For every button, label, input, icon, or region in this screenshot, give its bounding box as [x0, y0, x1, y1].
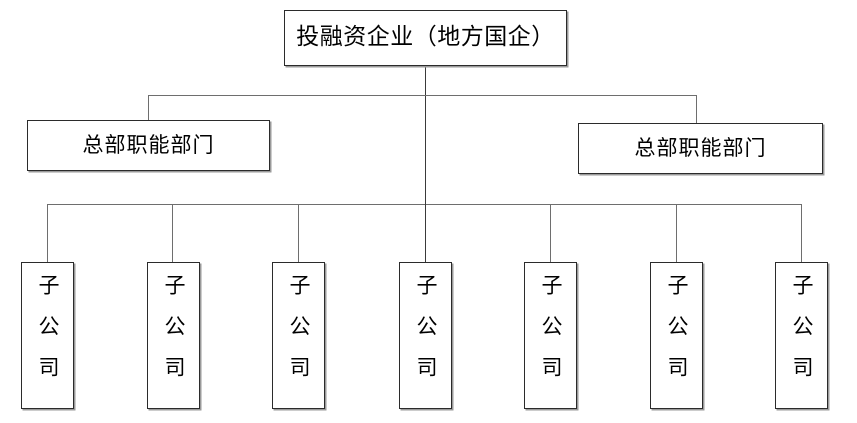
connector-root-trunk [425, 66, 426, 205]
node-subsidiary-6[interactable]: 子公司 [650, 262, 703, 409]
node-department-right-label: 总部职能部门 [634, 135, 767, 160]
node-root-label: 投融资企业（地方国企） [296, 24, 555, 51]
node-department-left-label: 总部职能部门 [82, 132, 215, 157]
node-subsidiary-1[interactable]: 子公司 [21, 262, 74, 409]
connector-subsidiary-drop-3 [298, 204, 299, 263]
node-department-right[interactable]: 总部职能部门 [578, 123, 823, 174]
node-subsidiary-4[interactable]: 子公司 [399, 262, 452, 409]
node-subsidiary-6-label: 子公司 [665, 274, 689, 397]
connector-subsidiary-drop-7 [801, 204, 802, 263]
connector-subsidiary-drop-4 [425, 204, 426, 263]
node-subsidiary-5[interactable]: 子公司 [524, 262, 577, 409]
node-department-left[interactable]: 总部职能部门 [27, 120, 270, 171]
node-subsidiary-4-label: 子公司 [414, 274, 438, 397]
node-subsidiary-1-label: 子公司 [36, 274, 60, 397]
connector-department-bus [148, 95, 696, 96]
connector-subsidiary-drop-2 [172, 204, 173, 263]
node-subsidiary-2[interactable]: 子公司 [147, 262, 200, 409]
node-subsidiary-5-label: 子公司 [539, 274, 563, 397]
node-root-enterprise[interactable]: 投融资企业（地方国企） [284, 10, 567, 66]
node-subsidiary-7-label: 子公司 [790, 274, 814, 397]
node-subsidiary-7[interactable]: 子公司 [775, 262, 828, 409]
connector-subsidiary-drop-6 [676, 204, 677, 263]
connector-subsidiary-bus [47, 204, 801, 205]
connector-subsidiary-drop-1 [47, 204, 48, 263]
connector-department-right-drop [696, 95, 697, 124]
node-subsidiary-3-label: 子公司 [287, 274, 311, 397]
node-subsidiary-3[interactable]: 子公司 [272, 262, 325, 409]
connector-subsidiary-drop-5 [550, 204, 551, 263]
connector-department-left-drop [148, 95, 149, 121]
node-subsidiary-2-label: 子公司 [162, 274, 186, 397]
